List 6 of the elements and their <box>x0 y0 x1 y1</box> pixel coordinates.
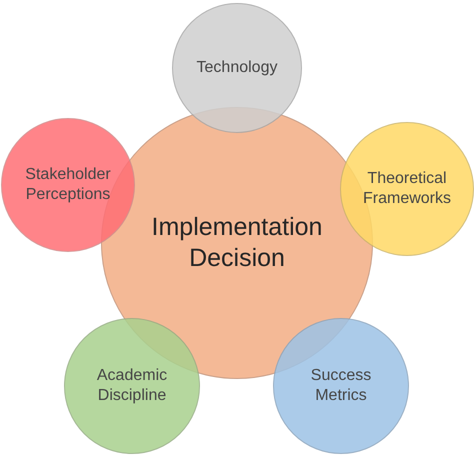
node-label: Implementation Decision <box>150 212 324 274</box>
node-label: Technology <box>196 58 278 78</box>
node-label: Theoretical Frameworks <box>362 169 452 209</box>
node-label: Academic Discipline <box>96 366 168 406</box>
node-label: Stakeholder Perceptions <box>24 165 112 205</box>
node-label: Success Metrics <box>310 366 372 406</box>
